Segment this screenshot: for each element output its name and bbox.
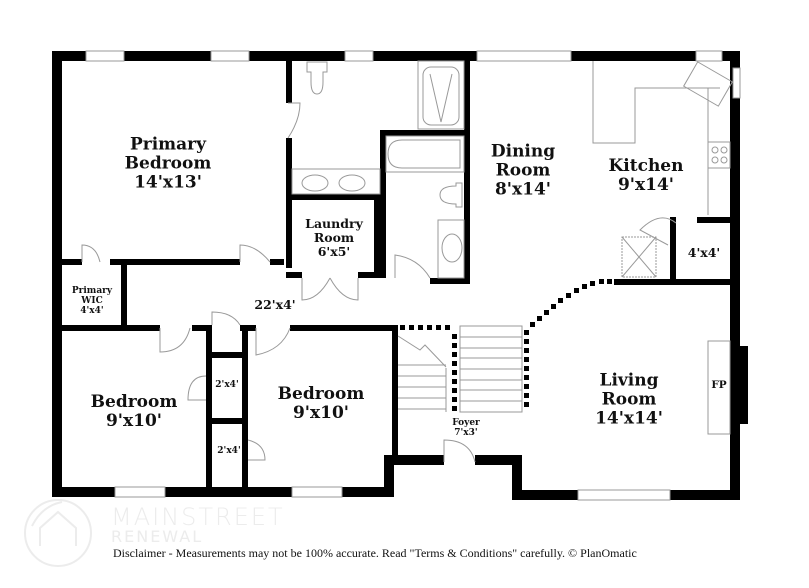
room-name-line: WIC [81,295,103,306]
room-dimensions: 2'x4' [215,379,239,390]
room-bedroom-1: Bedroom 9'x10' [90,391,178,431]
fireplace-label: FP [711,379,727,392]
room-dimensions: 8'x14' [494,179,552,200]
room-primary-bedroom: Primary Bedroom 14'x13' [125,135,212,192]
room-foyer: Foyer 7'x3' [452,418,480,438]
room-name-line: Room [313,230,355,245]
room-laundry: Laundry Room 6'x5' [305,217,363,259]
room-dimensions: 14'x13' [134,172,202,193]
disclaimer-text: Disclaimer - Measurements may not be 100… [113,546,637,560]
room-dimensions: 4'x4' [80,306,104,317]
room-name-line: Primary [71,285,113,296]
room-dimensions: 9'x10' [105,411,163,431]
room-name-line: Room [601,389,657,410]
mainstreet-logo-icon [24,499,92,567]
room-dimensions: 4'x4' [687,245,721,260]
room-dimensions: 6'x5' [317,244,351,259]
room-name-line: Bedroom [124,153,212,174]
watermark-sub: RENEWAL [111,527,204,546]
room-dimensions: 2'x4' [217,445,241,456]
room-bedroom-2: Bedroom 9'x10' [277,383,365,423]
room-name-line: Primary [129,134,207,155]
room-name-line: Living [599,370,659,391]
room-hallway: 22'x4' [254,298,295,312]
room-name-line: Dining [490,141,556,162]
room-dimensions: 7'x3' [454,428,478,438]
room-pantry: 4'x4' [688,246,721,260]
room-name-line: Foyer [452,417,480,428]
room-dimensions: 14'x14' [595,408,663,429]
room-dimensions: 9'x10' [292,403,350,423]
watermark-brand: MAINSTREET [111,503,285,531]
room-closet-2: 2'x4' [217,446,240,456]
room-name-line: Bedroom [90,391,178,412]
room-dimensions: 9'x14' [617,175,675,195]
room-dimensions: 22'x4' [254,297,296,312]
room-name-line: Bedroom [277,383,365,404]
room-primary-wic: Primary WIC 4'x4' [72,286,112,316]
room-living: Living Room 14'x14' [595,371,663,428]
room-closet-1: 2'x4' [215,380,238,390]
room-kitchen: Kitchen 9'x14' [608,155,684,195]
room-name-line: Laundry [305,216,363,231]
room-dining: Dining Room 8'x14' [491,142,555,199]
room-name-line: Room [495,160,551,181]
room-name-line: Kitchen [608,155,684,176]
